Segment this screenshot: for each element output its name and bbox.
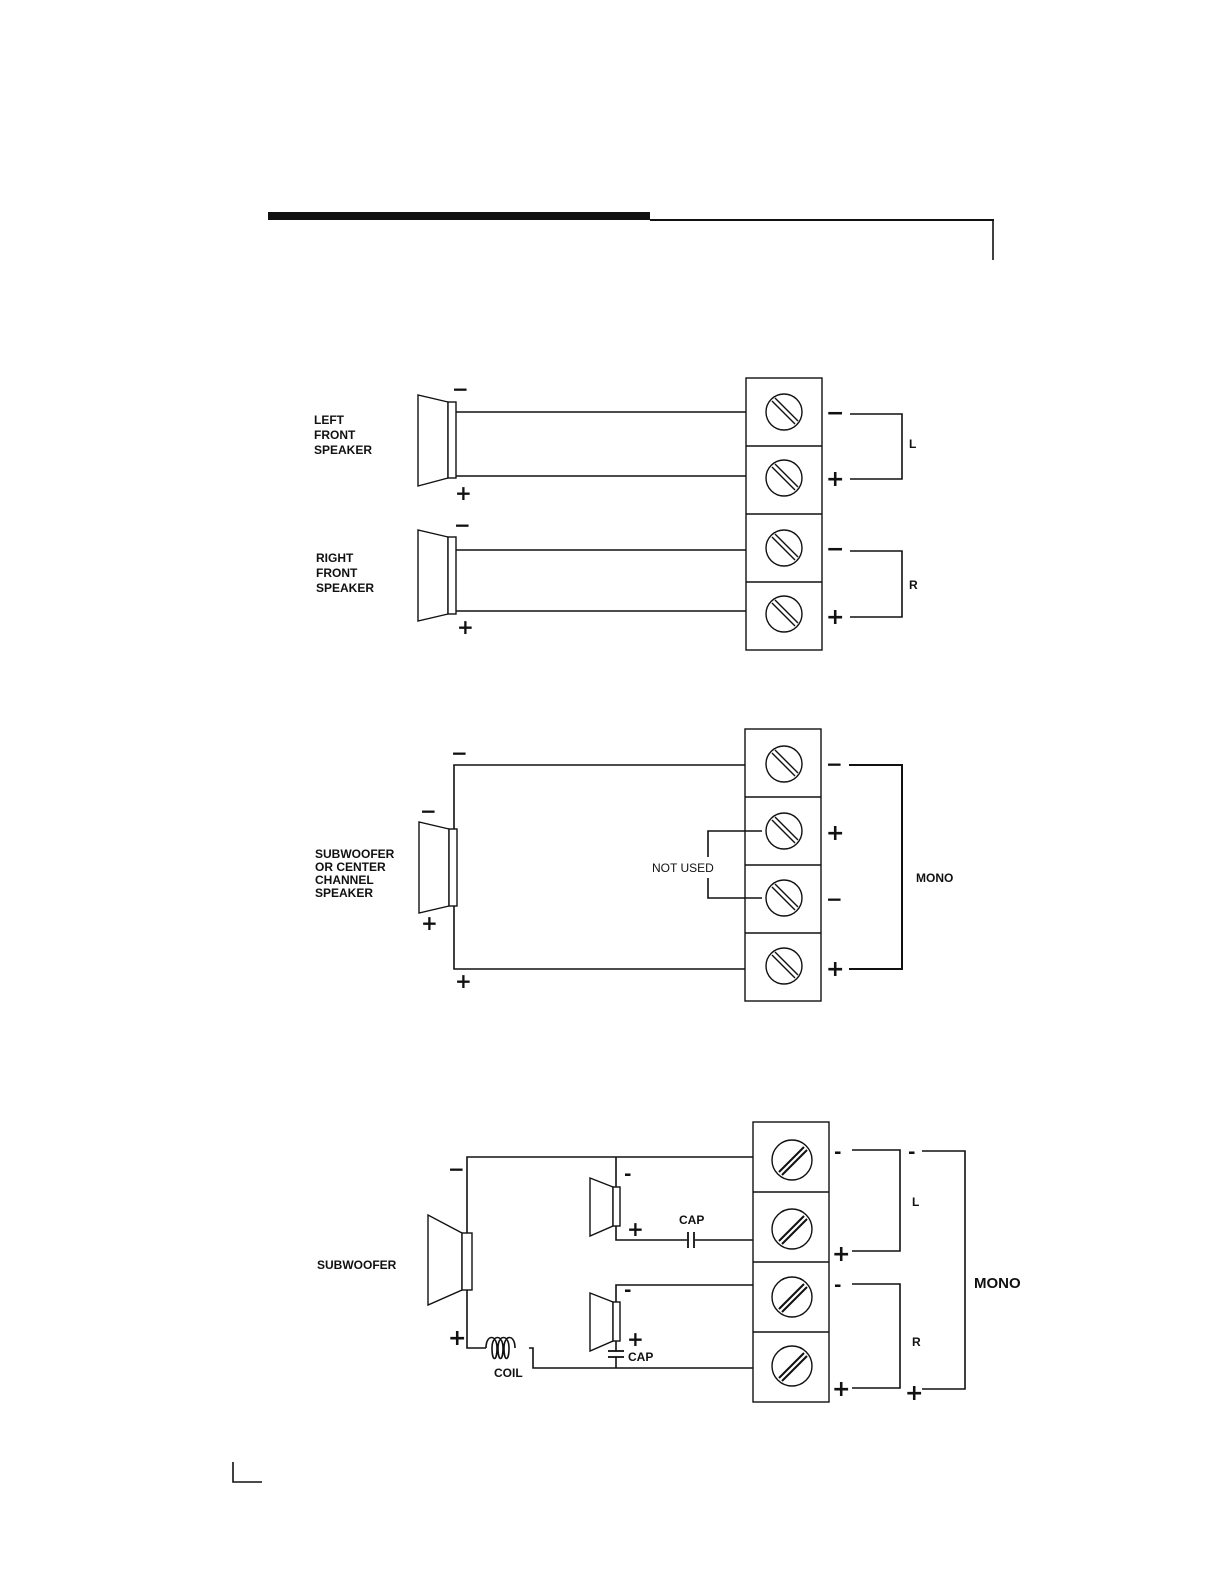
right-speaker-label: RIGHT FRONT SPEAKER [316, 551, 374, 595]
terminal-screw [772, 1140, 812, 1180]
capacitor-2-icon [608, 1351, 624, 1357]
left-front-speaker-icon [418, 395, 456, 486]
diagram-sub-with-satellites: SUBWOOFER − + - + CAP - + [317, 1122, 1021, 1406]
speaker-minus: − [420, 799, 437, 823]
terminal-minus: − [826, 401, 844, 426]
terminal-screw [766, 394, 802, 430]
sat1-minus: - [624, 1164, 631, 1185]
terminal-screw [772, 1277, 812, 1317]
terminal-block-1 [746, 378, 822, 650]
right-front-speaker-icon [418, 530, 456, 621]
subwoofer-speaker-icon [428, 1215, 472, 1305]
channel-left-label: L [912, 1195, 919, 1209]
mono-plus: + [905, 1381, 923, 1406]
terminal-plus: + [826, 467, 844, 492]
terminal-screw [766, 530, 802, 566]
terminal-minus: − [826, 537, 844, 562]
diagram-stereo-front: LEFT FRONT SPEAKER − + RIGHT FRONT SPEAK… [314, 377, 918, 650]
terminal-plus: + [832, 1377, 850, 1402]
terminal-block-3 [753, 1122, 829, 1402]
terminal-screw [766, 813, 802, 849]
bracket-left-channel [850, 414, 902, 479]
terminal-plus: + [826, 821, 844, 846]
wire-mono-minus [454, 765, 762, 829]
subwoofer-label: SUBWOOFER [317, 1258, 397, 1272]
subwoofer-plus: + [448, 1326, 466, 1351]
terminal-screw [766, 596, 802, 632]
mono-label: MONO [916, 871, 953, 885]
not-used-label: NOT USED [652, 861, 714, 875]
bracket-right-channel [852, 1284, 900, 1388]
terminal-minus: - [834, 1275, 841, 1296]
terminal-screw [766, 460, 802, 496]
mono-minus: - [908, 1142, 915, 1163]
left-speaker-label: LEFT FRONT SPEAKER [314, 413, 372, 457]
terminal-block-2 [745, 729, 821, 1001]
coil-icon [486, 1338, 515, 1359]
bracket-mono [849, 765, 902, 969]
terminal-plus: + [826, 605, 844, 630]
terminal-minus: − [826, 887, 843, 911]
sat2-plus: + [627, 1327, 644, 1351]
cap-label-top: CAP [679, 1213, 704, 1227]
left-speaker-minus: − [452, 377, 469, 401]
terminal-screw [772, 1346, 812, 1386]
channel-left-label: L [909, 437, 916, 451]
channel-right-label: R [912, 1335, 921, 1349]
footer-corner-mark [233, 1462, 262, 1482]
capacitor-1-icon [688, 1232, 694, 1248]
terminal-minus: − [826, 752, 843, 776]
subwoofer-center-speaker-icon [419, 822, 457, 913]
wire-mono-plus [454, 906, 762, 969]
right-speaker-plus: + [457, 615, 474, 639]
terminal-screw [766, 948, 802, 984]
subwoofer-minus: − [448, 1157, 465, 1181]
speaker-plus: + [421, 911, 438, 935]
terminal-plus: + [832, 1242, 850, 1267]
right-speaker-minus: − [454, 513, 471, 537]
terminal-screw [766, 880, 802, 916]
cap-label-bottom: CAP [628, 1350, 653, 1364]
bracket-mono [922, 1151, 965, 1389]
bracket-right-channel [850, 551, 902, 617]
terminal-plus: + [826, 957, 844, 982]
terminal-screw [772, 1209, 812, 1249]
coil-label: COIL [494, 1366, 523, 1380]
wire-sat2-minus [616, 1285, 764, 1302]
wire-minus-sign: − [451, 741, 468, 765]
terminal-minus: - [834, 1142, 841, 1163]
wire-plus-sign: + [455, 969, 472, 993]
sat1-plus: + [627, 1217, 644, 1241]
subwoofer-center-label: SUBWOOFER OR CENTER CHANNEL SPEAKER [315, 847, 398, 900]
bracket-left-channel [852, 1150, 900, 1251]
channel-right-label: R [909, 578, 918, 592]
header-rule [268, 212, 994, 260]
terminal-screw [766, 746, 802, 782]
left-speaker-plus: + [455, 481, 472, 505]
mono-label: MONO [974, 1275, 1021, 1292]
diagram-mono-bridged: SUBWOOFER OR CENTER CHANNEL SPEAKER − + … [315, 729, 953, 1001]
sat2-minus: - [624, 1280, 631, 1301]
